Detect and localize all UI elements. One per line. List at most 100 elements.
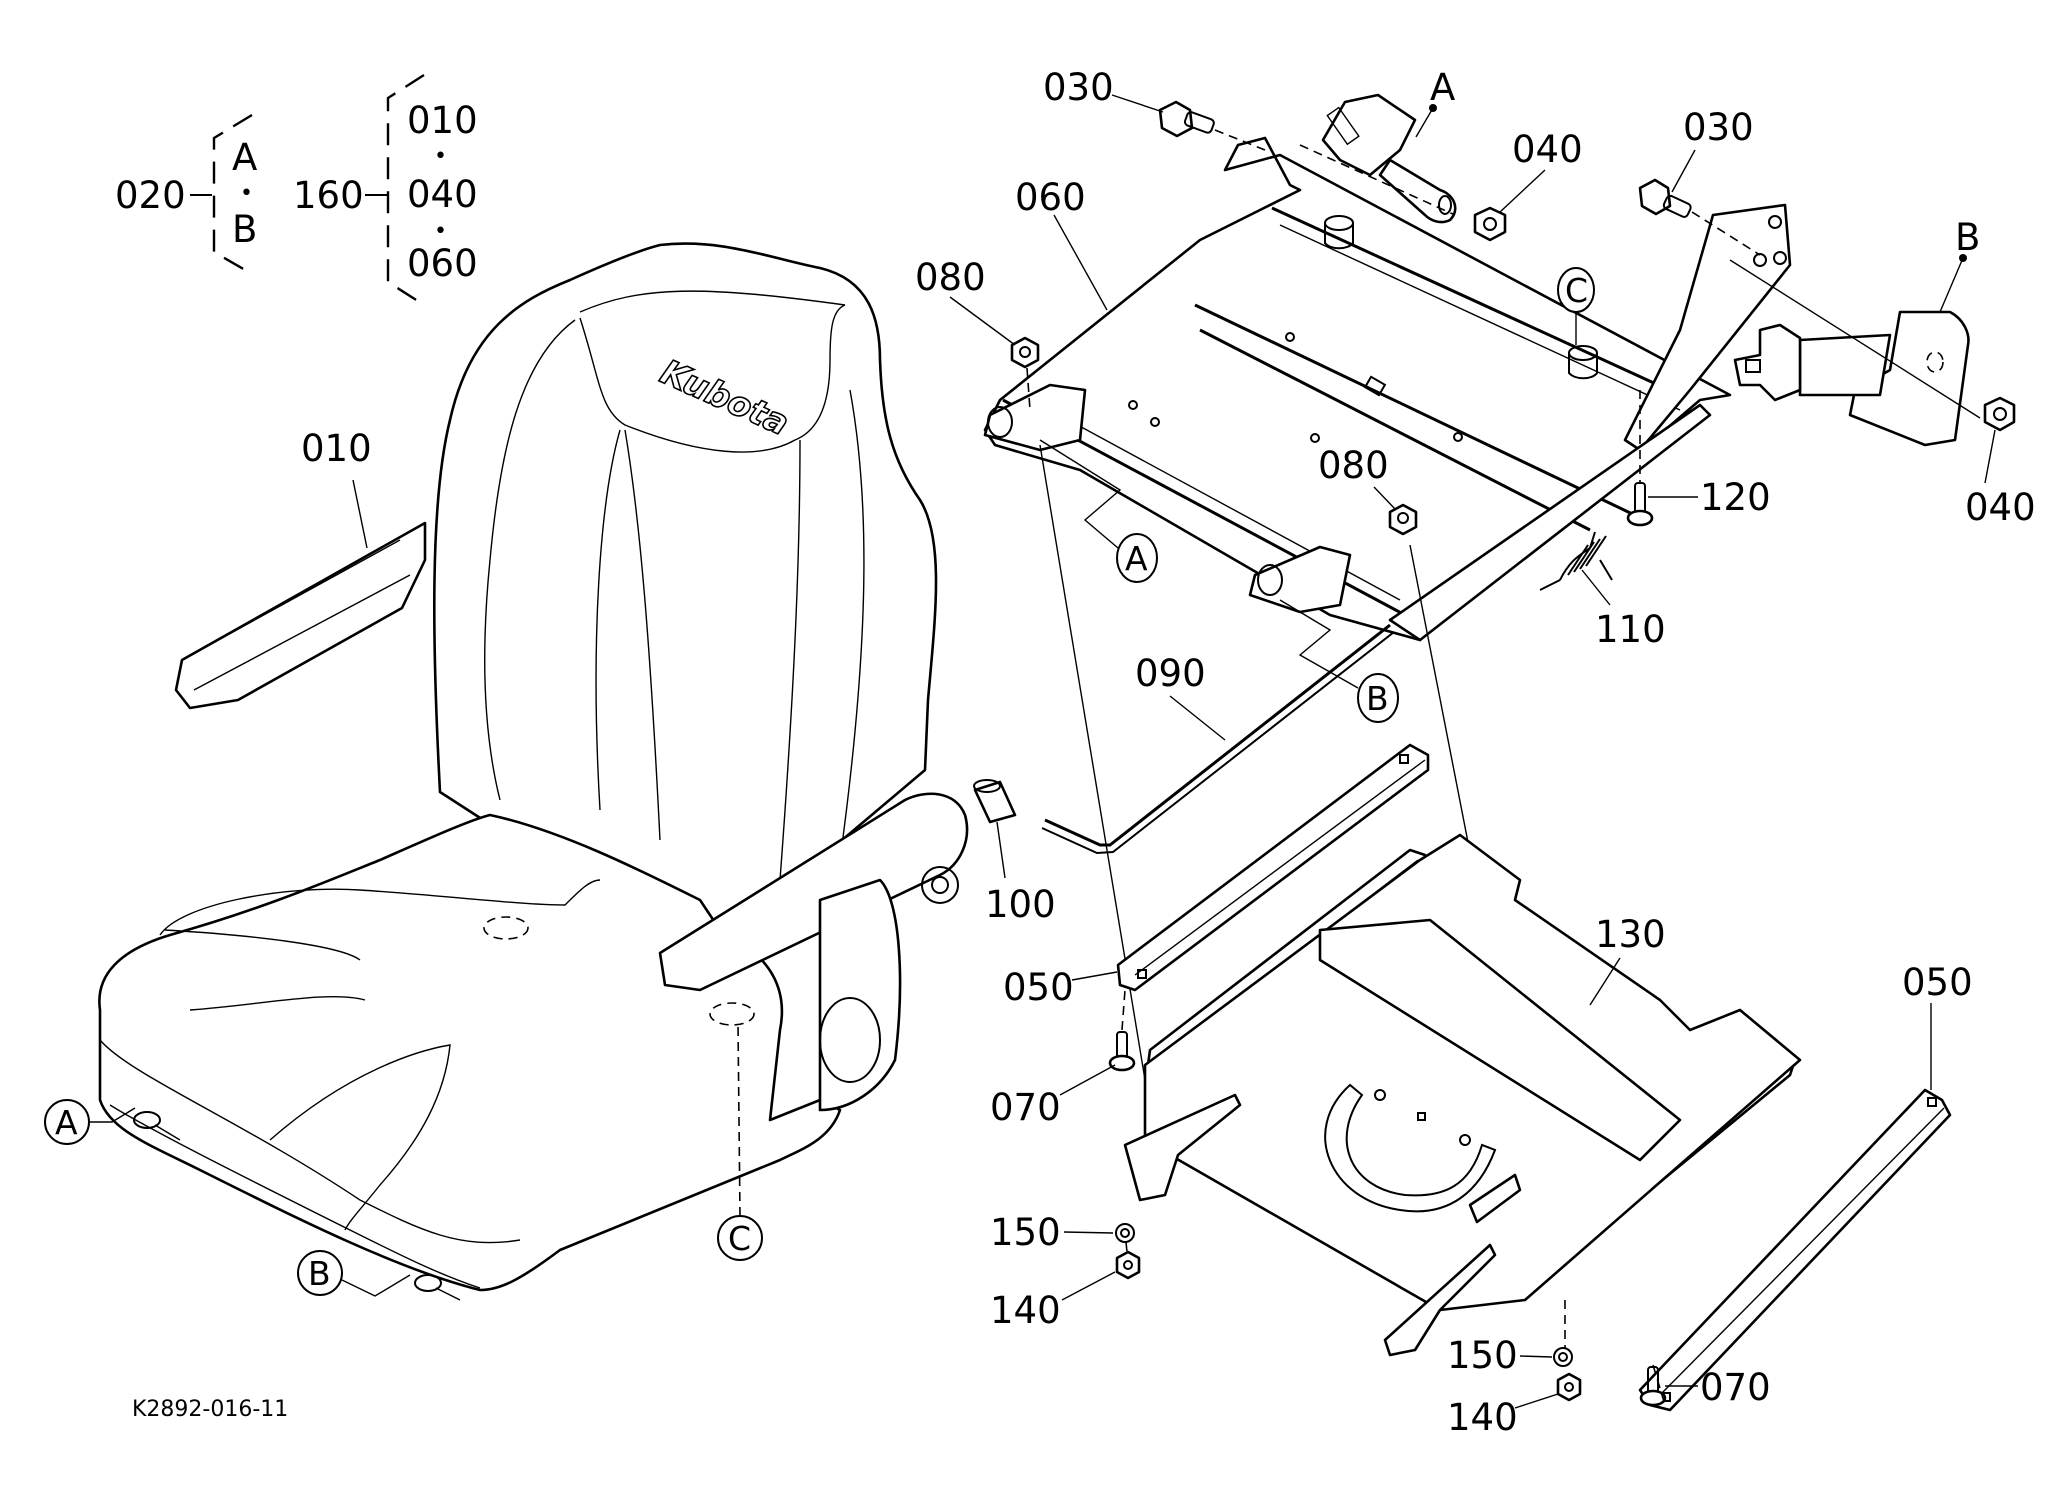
- part-label-030-left: 030: [1043, 66, 1114, 109]
- note-separator: •: [434, 219, 447, 244]
- belt-webbing: [1798, 333, 1892, 397]
- hinge-bracket-left: [983, 383, 1087, 452]
- part-label-130: 130: [1595, 913, 1666, 956]
- part-label-050-right: 050: [1902, 961, 1973, 1004]
- leader-090: [1169, 695, 1226, 741]
- left-armrest[interactable]: [174, 521, 427, 710]
- leader-140-left: [1061, 1271, 1116, 1301]
- svg-text:C: C: [1565, 271, 1588, 310]
- part-label-030-right: 030: [1683, 106, 1754, 149]
- alignment-line: [1039, 444, 1151, 1111]
- leader-150-left: [1063, 1231, 1114, 1234]
- right-armrest[interactable]: [658, 792, 969, 992]
- seat-side-housing: [818, 878, 902, 1112]
- leader-150-right: [1519, 1355, 1553, 1358]
- leader-140-right: [1514, 1393, 1559, 1409]
- bolt-120[interactable]: [1626, 390, 1654, 527]
- base-frame[interactable]: [983, 136, 1792, 642]
- part-label-010: 010: [301, 427, 372, 470]
- callout-belt-a: A: [1430, 66, 1455, 109]
- retractor-housing: [1848, 310, 1970, 447]
- rail-050-left[interactable]: [1116, 743, 1430, 992]
- nut-040-top[interactable]: [1473, 206, 1507, 242]
- nut-080-mid[interactable]: [1388, 503, 1418, 536]
- drawing-code: K2892-016-11: [132, 1397, 288, 1422]
- seat-assembly[interactable]: Kubota: [98, 242, 969, 1301]
- seat-cushion[interactable]: [98, 813, 842, 1292]
- seat-stud-b: [414, 1274, 442, 1292]
- seat-callout-c: C: [717, 1024, 763, 1261]
- recline-knob[interactable]: [819, 997, 881, 1083]
- leader-030-right: [1671, 149, 1696, 193]
- plate-outline: [1143, 833, 1802, 1312]
- belt-anchor-plate: [1378, 158, 1457, 224]
- leader-080-left: [949, 296, 1016, 346]
- lock-lever-left: [1123, 1093, 1242, 1202]
- note-item: 060: [407, 242, 478, 285]
- svg-text:A: A: [1125, 539, 1148, 578]
- backrest[interactable]: [433, 242, 938, 962]
- slide-rail: [1388, 403, 1712, 642]
- part-label-150-left: 150: [990, 1211, 1061, 1254]
- frame-callout-c: C: [1557, 267, 1595, 345]
- seat-callout-a: A: [44, 1099, 136, 1145]
- part-label-110: 110: [1595, 608, 1666, 651]
- note-item: 010: [407, 99, 478, 142]
- nut-140-left[interactable]: [1115, 1241, 1141, 1280]
- washer-150-left[interactable]: [1115, 1223, 1135, 1243]
- nut-140-right[interactable]: [1556, 1300, 1582, 1402]
- bolt-030-left[interactable]: [1158, 100, 1266, 151]
- washer-150-right[interactable]: [1553, 1347, 1573, 1367]
- base-plate-130[interactable]: [1123, 833, 1802, 1357]
- part-label-070-right: 070: [1700, 1366, 1771, 1409]
- bolt-070-right[interactable]: [1639, 1364, 1667, 1407]
- belt-buckle-body: [1321, 93, 1417, 177]
- rubber-block: [1468, 1173, 1522, 1224]
- leader-110: [1581, 569, 1611, 606]
- note-separator: •: [434, 144, 447, 169]
- svg-text:C: C: [728, 1219, 751, 1258]
- part-label-140-right: 140: [1447, 1396, 1518, 1439]
- assembly-note-160: 160 010 • 040 • 060: [293, 73, 478, 307]
- leader-010: [352, 479, 368, 549]
- leader-100: [996, 821, 1006, 879]
- part-label-120: 120: [1700, 476, 1771, 519]
- bolt-030-right[interactable]: [1638, 178, 1761, 256]
- note-item: B: [232, 208, 257, 251]
- note-part-number: 020: [115, 174, 186, 217]
- part-label-080-left: 080: [915, 256, 986, 299]
- nut-040-right[interactable]: [1983, 396, 2016, 432]
- mount-hole: [709, 1002, 755, 1026]
- assembly-note-020: 020 A • B: [115, 113, 257, 276]
- swivel-arc: [1324, 1083, 1497, 1213]
- grip-100[interactable]: [973, 779, 1017, 824]
- seat-stud-a: [133, 1111, 161, 1129]
- leader-040-right: [1984, 429, 1996, 484]
- leader-060: [1053, 214, 1108, 311]
- armrest-pivot: [921, 866, 959, 904]
- svg-text:B: B: [308, 1254, 331, 1293]
- leader-040-top: [1499, 169, 1546, 213]
- seat-belt-buckle-a[interactable]: [1299, 93, 1457, 224]
- seat-belt-b[interactable]: [1729, 259, 1981, 447]
- leader-050-left: [1071, 971, 1118, 981]
- release-rod-090[interactable]: [1041, 623, 1395, 855]
- nut-080-left[interactable]: [1010, 336, 1040, 411]
- note-separator: •: [240, 181, 253, 206]
- leader-130: [1589, 957, 1621, 1006]
- mount-hole: [483, 916, 529, 940]
- spring-110[interactable]: [1539, 531, 1613, 591]
- pad-panel: [1318, 918, 1682, 1162]
- lock-lever-right: [1383, 1243, 1497, 1357]
- part-label-040-top: 040: [1512, 128, 1583, 171]
- note-item: A: [232, 136, 257, 179]
- frame-callout-a: A: [1039, 439, 1158, 583]
- part-label-080-mid: 080: [1318, 444, 1389, 487]
- part-label-140-left: 140: [990, 1289, 1061, 1332]
- leader-070-left: [1059, 1064, 1116, 1096]
- svg-text:A: A: [55, 1103, 78, 1142]
- svg-text:B: B: [1366, 679, 1389, 718]
- hinge-bracket-right: [1248, 545, 1352, 614]
- bolt-070-left[interactable]: [1108, 989, 1136, 1072]
- part-label-050-left: 050: [1003, 966, 1074, 1009]
